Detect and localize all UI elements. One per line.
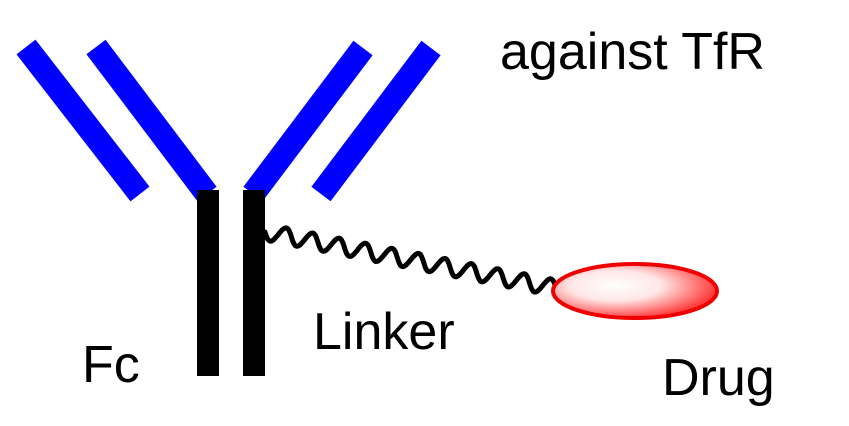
linker-wave (262, 225, 559, 295)
drug-label: Drug (662, 349, 775, 407)
left-outer-fab-arm (16, 39, 150, 202)
fab-arms (16, 39, 441, 202)
target-label: against TfR (500, 23, 765, 81)
left-inner-fab-arm (86, 39, 217, 202)
fc-stems (197, 190, 265, 376)
drug-ellipse (551, 262, 719, 320)
linker-label: Linker (313, 303, 455, 361)
fc-label: Fc (82, 336, 140, 394)
right-outer-fab-arm (311, 40, 441, 202)
left-fc-stem (197, 190, 219, 376)
right-inner-fab-arm (243, 40, 373, 202)
right-fc-stem (243, 190, 265, 376)
